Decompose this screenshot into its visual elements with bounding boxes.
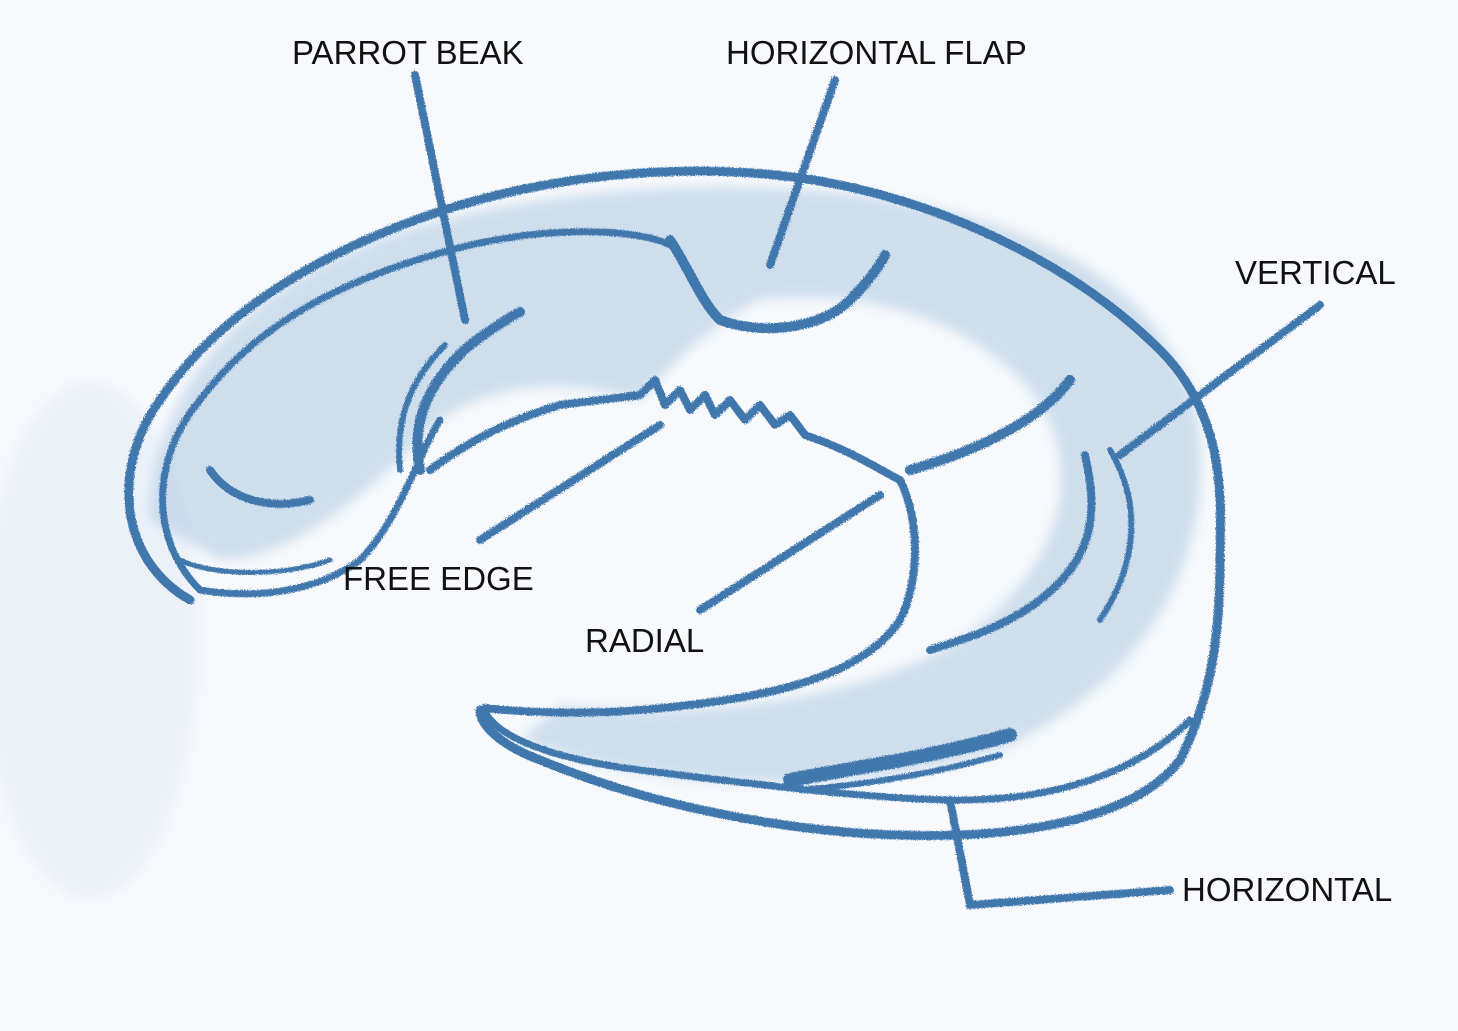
label-horizontal-flap: HORIZONTAL FLAP [726,36,1027,69]
label-parrot-beak: PARROT BEAK [292,36,524,69]
label-radial: RADIAL [585,624,704,657]
label-vertical: VERTICAL [1235,256,1396,289]
label-horizontal: HORIZONTAL [1182,873,1392,906]
label-free-edge: FREE EDGE [343,562,534,595]
